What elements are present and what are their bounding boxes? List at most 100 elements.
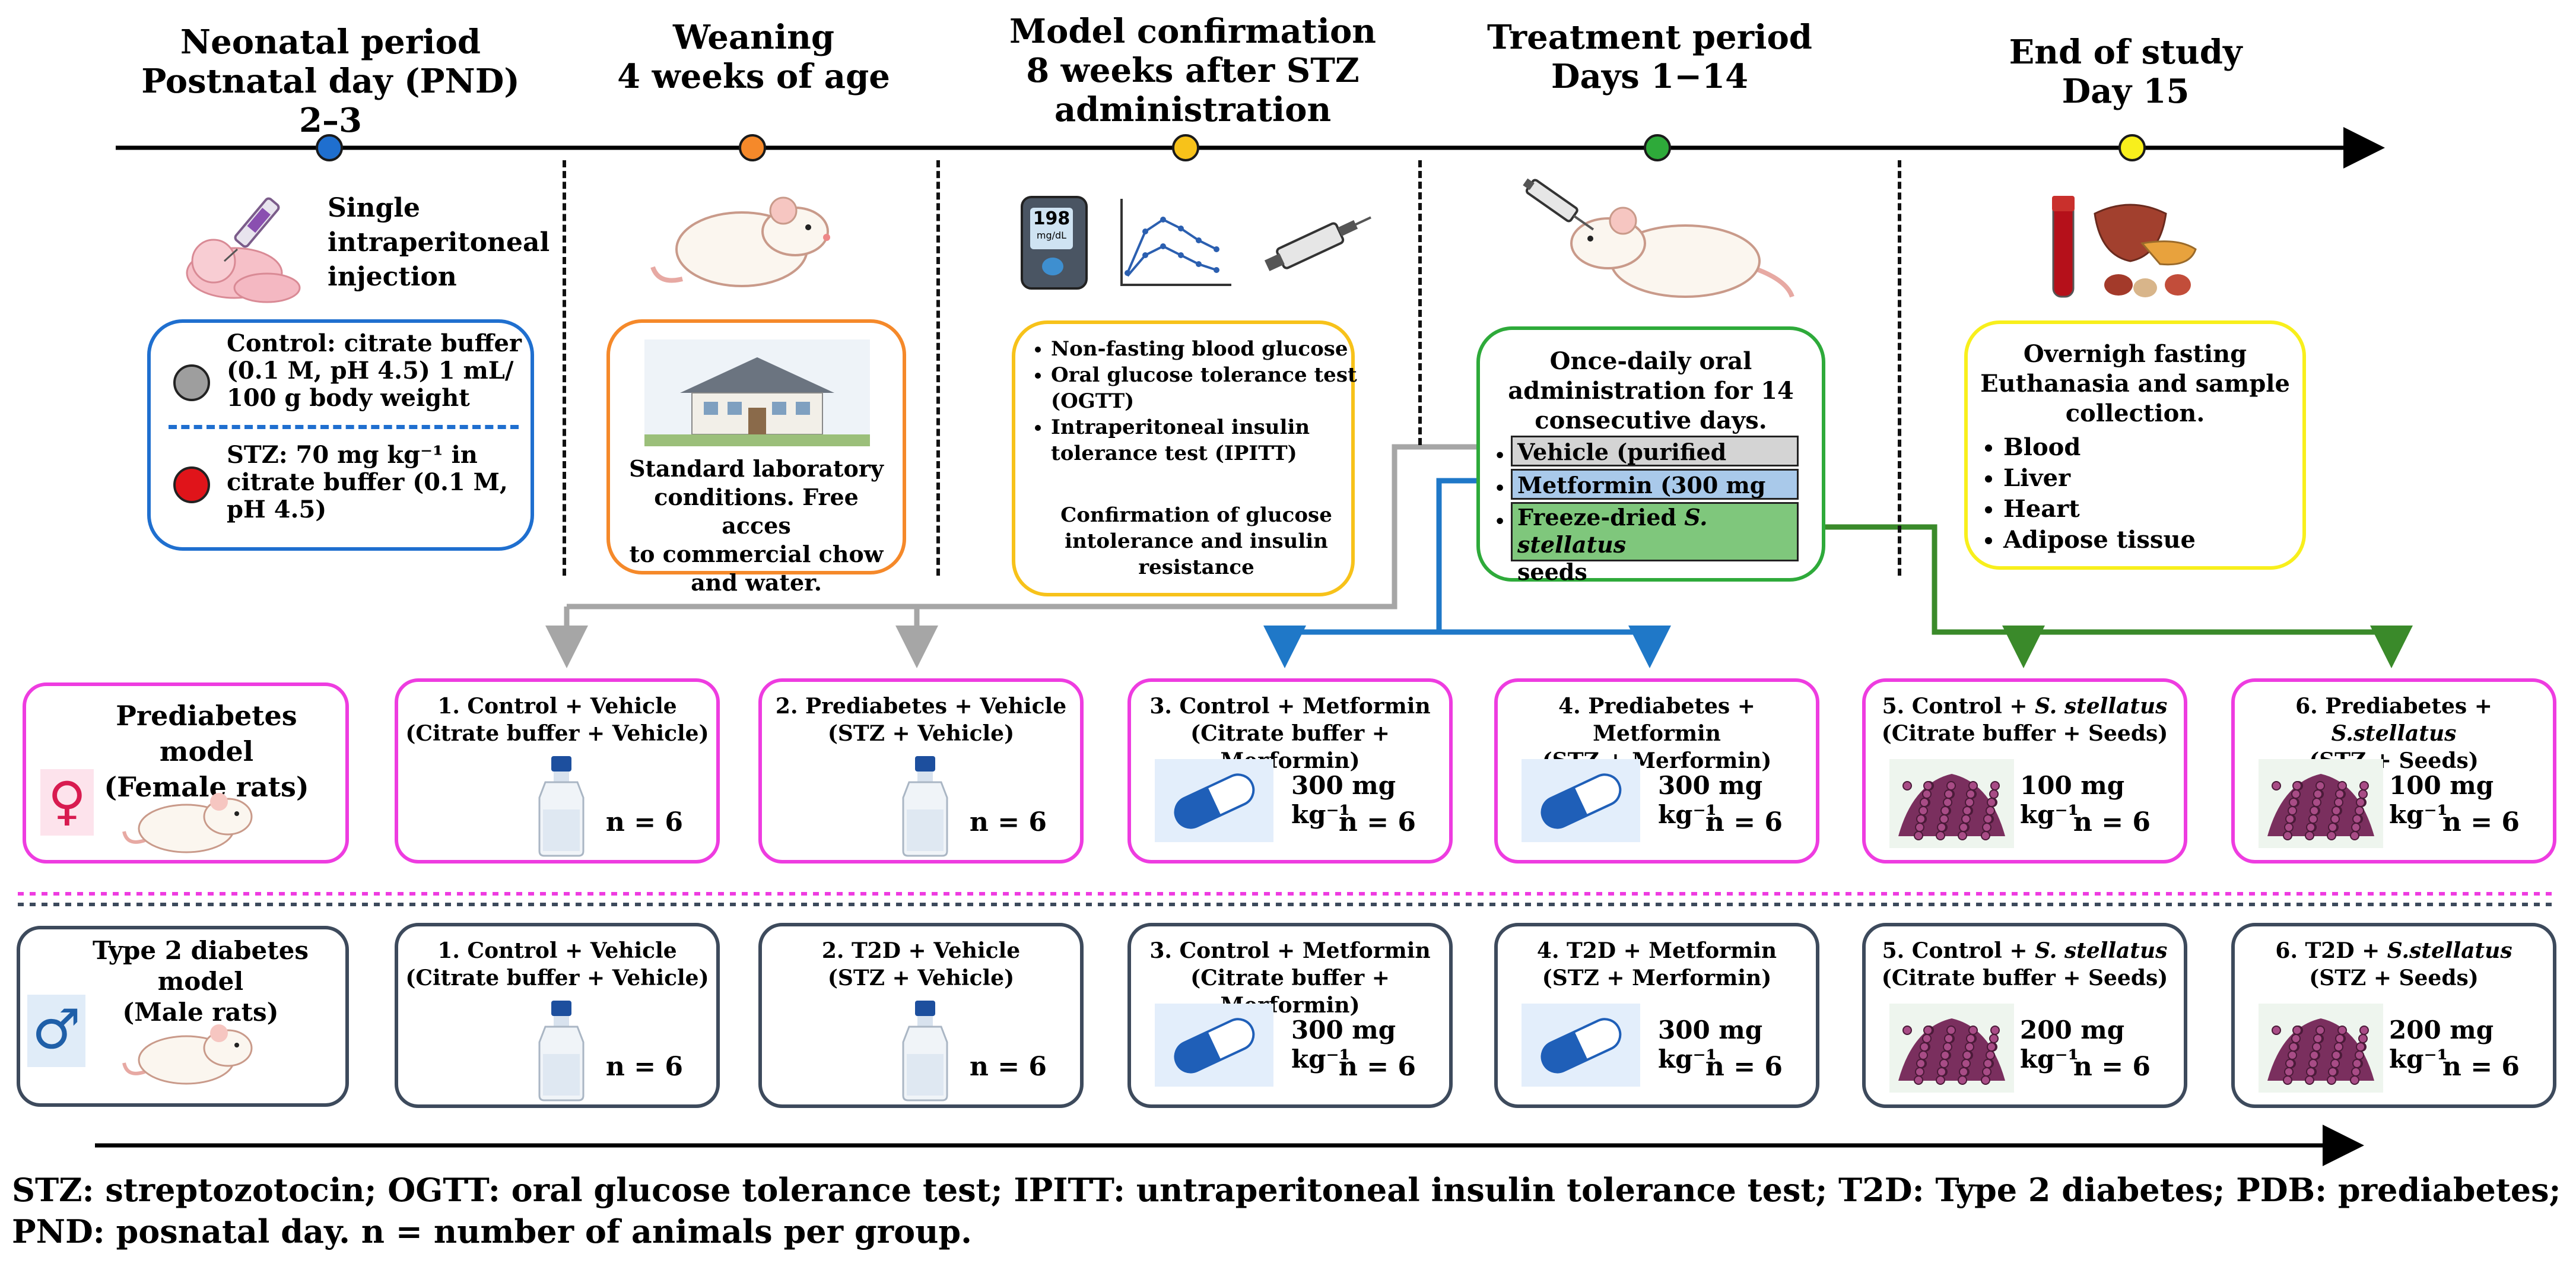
bullet-icon: • (1494, 446, 1506, 466)
syringe-icon (1264, 216, 1371, 271)
confirmation-test-item: Non-fasting blood glucose (1051, 336, 1371, 362)
group-title-line-2: (STZ + Merformin) (1542, 966, 1772, 991)
treatment-vehicle: Vehicle (purified water) (1511, 436, 1799, 495)
group-title-line-2: (STZ + Vehicle) (827, 721, 1015, 746)
group-n-label: n = 6 (1338, 807, 1416, 837)
rat-icon (650, 196, 830, 287)
group-title-line-1: 1. Control + Vehicle (437, 694, 677, 719)
timeline-dot-end (2118, 134, 2146, 161)
male-model-box: Type 2 diabetes model(Male rats) ♂ (17, 926, 349, 1107)
confirmation-test-item: Intraperitoneal insulin tolerance test (… (1051, 414, 1371, 466)
vehicle-connector (567, 444, 1492, 609)
group-icon (2259, 759, 2383, 850)
footnote-line-1: STZ: streptozotocin; OGTT: oral glucose … (12, 1171, 2561, 1209)
metformin-connector (1285, 478, 1492, 635)
female-symbol-icon: ♀ (40, 769, 94, 836)
rat-icon (122, 793, 253, 853)
female-model-title: Prediabetes model(Female rats) (104, 700, 309, 803)
confirmation-tests-list: Non-fasting blood glucose Oral glucose t… (1015, 336, 1371, 466)
phase-divider (1898, 160, 1901, 576)
glucometer-unit: mg/dL (1036, 230, 1067, 241)
group-title-line-2: (STZ + Vehicle) (827, 966, 1015, 991)
group-icon (535, 1001, 588, 1104)
group-box-4: 4. Prediabetes + Metformin(STZ + Merform… (1494, 678, 1819, 864)
group-box-2: 2. T2D + Vehicle (STZ + Vehicle) n = 6 (758, 923, 1084, 1108)
group-title: 4. T2D + Metformin(STZ + Merformin) (1498, 937, 1816, 992)
dose-label: 100 mg kg⁻¹ (2389, 771, 2494, 829)
footnote-line-2: PND: posnatal day. n = number of animals… (12, 1212, 972, 1250)
pill-icon (1522, 759, 1640, 842)
group-title-line-1: 5. Control + S. stellatus (1882, 694, 2168, 719)
group-box-3: 3. Control + Metformin(Citrate buffer + … (1127, 923, 1453, 1108)
treatment-title: Once-daily oral administration for 14 co… (1508, 347, 1794, 434)
group-title-line-1: 4. Prediabetes + Metformin (1558, 694, 1755, 746)
group-title-line-2: (Citrate buffer + Seeds) (1881, 721, 2168, 746)
group-title: 5. Control + S. stellatus(Citrate buffer… (1866, 693, 2184, 747)
group-n-label: n = 6 (2073, 807, 2151, 837)
sample-item: Liver (2003, 463, 2300, 494)
group-icon (898, 1001, 952, 1104)
group-box-3: 3. Control + Metformin(Citrate buffer + … (1127, 678, 1453, 864)
group-icon (2259, 1004, 2383, 1095)
seeds-icon (2259, 1004, 2383, 1093)
male-symbol-icon: ♂ (27, 995, 85, 1067)
group-title-line-2: (Citrate buffer + Vehicle) (405, 721, 709, 746)
glucometer-icon: 198 mg/dL (1021, 196, 1088, 290)
stz-circle-icon (173, 466, 210, 503)
timeline-dot-neonatal (316, 134, 343, 161)
group-n-label: n = 6 (2442, 807, 2520, 837)
timeline-dot-treatment (1644, 134, 1671, 161)
group-title-line-1: 6. Prediabetes + S.stellatus (2295, 694, 2492, 746)
seeds-connector (1816, 524, 2391, 635)
gavage-rat-icon (1523, 178, 1794, 298)
group-n-label: n = 6 (605, 1052, 683, 1082)
group-n-label: n = 6 (969, 1052, 1047, 1082)
group-title: 1. Control + Vehicle(Citrate buffer + Ve… (398, 937, 716, 992)
group-title: 5. Control + S. stellatus(Citrate buffer… (1866, 937, 2184, 992)
treatment-metformin: Metformin (300 mg kg⁻¹) (1511, 469, 1799, 528)
group-n-label: n = 6 (2073, 1052, 2151, 1082)
sample-list: Blood Liver Heart Adipose tissue (1968, 432, 2300, 555)
group-icon (1522, 759, 1640, 845)
group-title-line-1: 2. T2D + Vehicle (821, 938, 1021, 963)
pill-icon (1155, 1004, 1273, 1087)
group-icon (1155, 759, 1273, 845)
dose-label: 300 mg kg⁻¹ (1658, 1015, 1763, 1074)
group-title-line-1: 3. Control + Metformin (1149, 938, 1431, 963)
injection-label: Single intraperitoneal injection (328, 193, 550, 292)
bottle-icon (902, 1001, 948, 1101)
group-title-line-2: (Citrate buffer + Vehicle) (405, 966, 709, 991)
seeds-icon (2259, 759, 2383, 848)
bottle-icon (538, 756, 585, 857)
group-box-4: 4. T2D + Metformin(STZ + Merformin) 300 m… (1494, 923, 1819, 1108)
control-description: Control: citrate buffer (0.1 M, pH 4.5) … (227, 329, 522, 412)
dose-label: 300 mg kg⁻¹ (1291, 771, 1396, 829)
group-title-line-1: 5. Control + S. stellatus (1882, 938, 2168, 963)
dose-label: 200 mg kg⁻¹ (2020, 1015, 2125, 1074)
group-box-6: 6. T2D + S.stellatus(STZ + Seeds)200 mg … (2231, 923, 2556, 1108)
phase-divider (936, 160, 940, 576)
group-box-6: 6. Prediabetes + S.stellatus(STZ + Seeds… (2231, 678, 2556, 864)
group-n-label: n = 6 (1705, 1052, 1783, 1082)
group-title: 6. T2D + S.stellatus(STZ + Seeds) (2235, 937, 2553, 992)
group-box-1: 1. Control + Vehicle(Citrate buffer + Ve… (395, 923, 720, 1108)
bullet-icon: • (1494, 478, 1506, 499)
group-title-line-1: 6. T2D + S.stellatus (2275, 938, 2513, 963)
weaning-box: Standard laboratory conditions. Free acc… (606, 319, 906, 596)
seeds-icon (1889, 1004, 2014, 1093)
bottle-icon (902, 756, 948, 857)
timeline-dot-confirmation (1172, 134, 1199, 161)
sample-item: Adipose tissue (2003, 525, 2300, 555)
control-circle-icon (173, 364, 210, 401)
group-title: 2. Prediabetes + Vehicle(STZ + Vehicle) (762, 693, 1080, 747)
bullet-icon: • (1494, 512, 1506, 532)
male-model-title: Type 2 diabetes model(Male rats) (93, 936, 309, 1027)
group-box-5: 5. Control + S. stellatus(Citrate buffer… (1862, 923, 2187, 1108)
group-title: 3. Control + Metformin(Citrate buffer + … (1131, 693, 1449, 774)
group-box-2: 2. Prediabetes + Vehicle(STZ + Vehicle)n… (758, 678, 1084, 864)
confirmation-test-item: Oral glucose tolerance test (OGTT) (1051, 362, 1371, 414)
treatment-box: Once-daily oral administration for 14 co… (1476, 326, 1825, 585)
